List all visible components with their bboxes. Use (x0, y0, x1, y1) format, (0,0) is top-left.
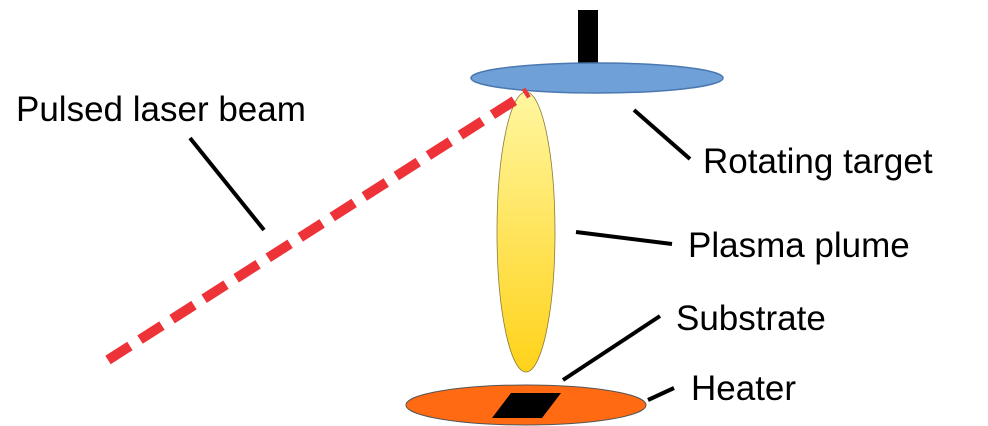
substrate-label: Substrate (676, 299, 826, 338)
leader-line-laser (188, 136, 266, 232)
heater-label: Heater (691, 369, 797, 408)
leader-line-heater (647, 386, 675, 402)
rotating-target-disk (470, 62, 724, 94)
leader-line-plume (575, 230, 673, 246)
plasma-plume-label: Plasma plume (688, 226, 910, 265)
substrate-block (492, 393, 561, 418)
rotating-target-label: Rotating target (703, 142, 933, 181)
plasma-plume (496, 91, 556, 373)
laser-beam (105, 87, 531, 365)
leader-line-substrate (561, 314, 662, 382)
pulsed-laser-beam-label: Pulsed laser beam (16, 90, 306, 129)
leader-line-target (632, 108, 692, 161)
target-holder-rod (578, 10, 598, 70)
